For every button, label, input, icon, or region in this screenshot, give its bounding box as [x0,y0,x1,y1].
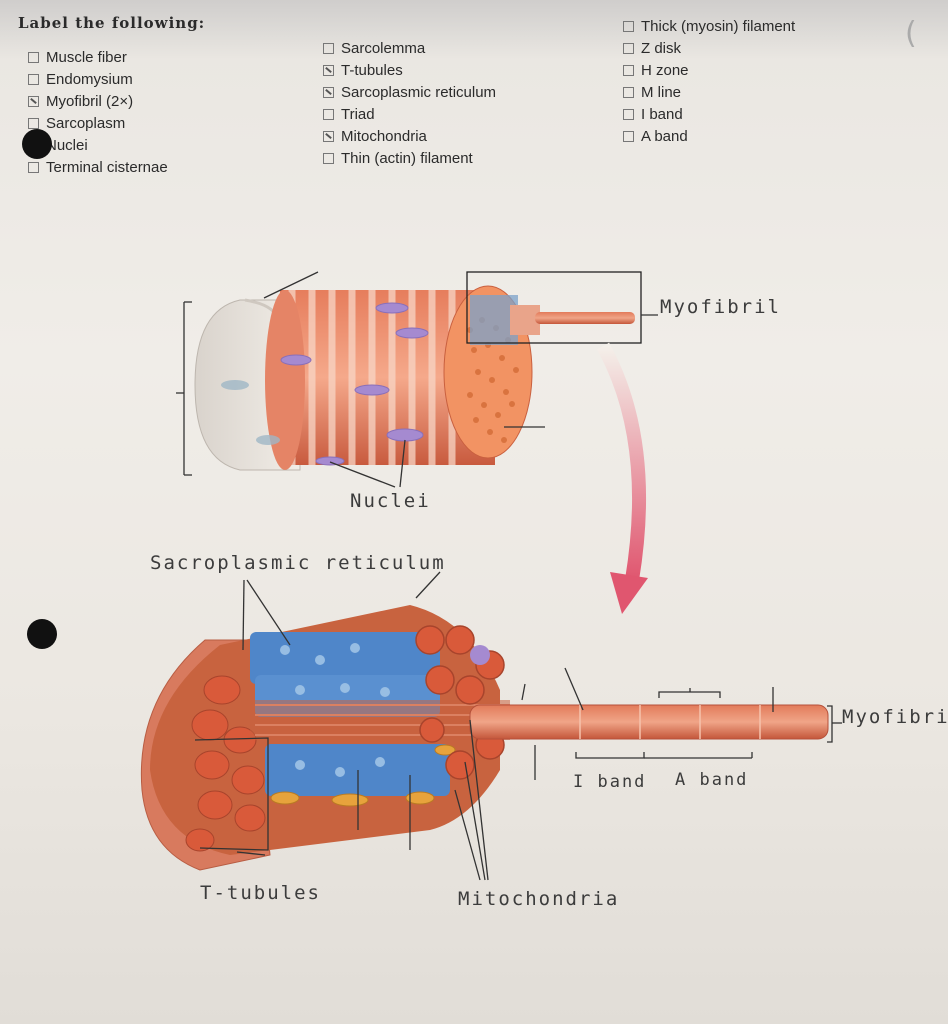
checklist-item-label: H zone [641,61,689,79]
checkbox-icon [623,108,634,120]
checkbox-icon [623,130,634,142]
label-myofibril-bottom: Myofibri [842,706,948,728]
checklist-item-label: T-tubules [341,61,403,79]
checklist-item-label: Endomysium [46,70,133,88]
checked-box-icon [323,64,334,76]
checked-box-icon [28,95,39,107]
checklist-item: Mitochondria [323,125,496,147]
label-sarcoplasmic-reticulum: Sacroplasmic reticulum [150,552,446,574]
worksheet-heading: Label the following: [18,14,206,32]
checklist-item: Terminal cisternae [28,156,168,178]
paren-mark: ( [905,16,917,51]
checklist-item: H zone [623,59,795,81]
checklist-item: Z disk [623,37,795,59]
checklist-item: A band [623,125,795,147]
checkbox-icon [28,161,39,173]
enlarged-fiber-section [140,605,829,871]
checkbox-icon [623,64,634,76]
checked-box-icon [323,130,334,142]
label-mitochondria: Mitochondria [458,888,620,910]
checklist-item-label: A band [641,127,688,145]
top-shadow [0,0,948,60]
checklist-item-label: Nuclei [46,136,88,154]
binder-hole-middle [27,619,57,649]
checklist-item-label: Thick (myosin) filament [641,17,796,35]
checkbox-icon [323,108,334,120]
checklist-item: Triad [323,103,496,125]
checklist-item-label: Sarcoplasmic reticulum [341,83,497,101]
checklist-item: M line [623,81,795,103]
checklist-item-label: Thin (actin) filament [341,149,473,167]
label-myofibril-top: Myofibril [660,296,781,318]
checklist-item: Sarcoplasm [28,112,168,134]
checklist-item-label: Z disk [641,39,682,57]
checklist-item-label: Muscle fiber [46,48,127,66]
label-a-band: A band [675,770,749,790]
label-t-tubules: T-tubules [200,882,321,904]
checklist-item: Sarcoplasmic reticulum [323,81,496,103]
checked-box-icon [323,86,334,98]
checklist-item: Myofibril (2×) [28,90,168,112]
checkbox-icon [623,42,634,54]
checklist-item: Thick (myosin) filament [623,15,795,37]
label-i-band: I band [573,772,647,792]
checklist-item: I band [623,103,795,125]
checkbox-icon [323,42,334,54]
checklist-item-label: Triad [341,105,375,123]
checklist-item-label: I band [641,105,683,123]
checklist-column-3: Thick (myosin) filament Z disk H zone M lin… [623,15,795,147]
muscle-fiber-illustration [176,271,658,476]
checkbox-icon [623,20,634,32]
nuclei-pointers [329,439,406,488]
checkbox-icon [28,73,39,85]
checkbox-icon [623,86,634,98]
checklist-item-label: Myofibril (2×) [46,92,134,110]
lower-pointers [194,571,842,881]
checkbox-icon [28,117,39,129]
checklist-item-label: M line [641,83,682,101]
checklist-item: Thin (actin) filament [323,147,496,169]
checklist-item-label: Terminal cisternae [46,158,168,176]
checklist-item-label: Mitochondria [341,127,427,145]
checklist-item: T-tubules [323,59,496,81]
zoom-arrow [596,342,648,614]
checklist-item: Muscle fiber [28,46,168,68]
label-nuclei: Nuclei [350,490,431,512]
checklist-item-label: Sarcolemma [341,39,426,57]
checklist-item: Sarcolemma [323,37,496,59]
checklist-item-label: Sarcoplasm [46,114,126,132]
checkbox-icon [28,51,39,63]
binder-hole-top [22,129,52,159]
checklist-item: Endomysium [28,68,168,90]
checkbox-icon [323,152,334,164]
